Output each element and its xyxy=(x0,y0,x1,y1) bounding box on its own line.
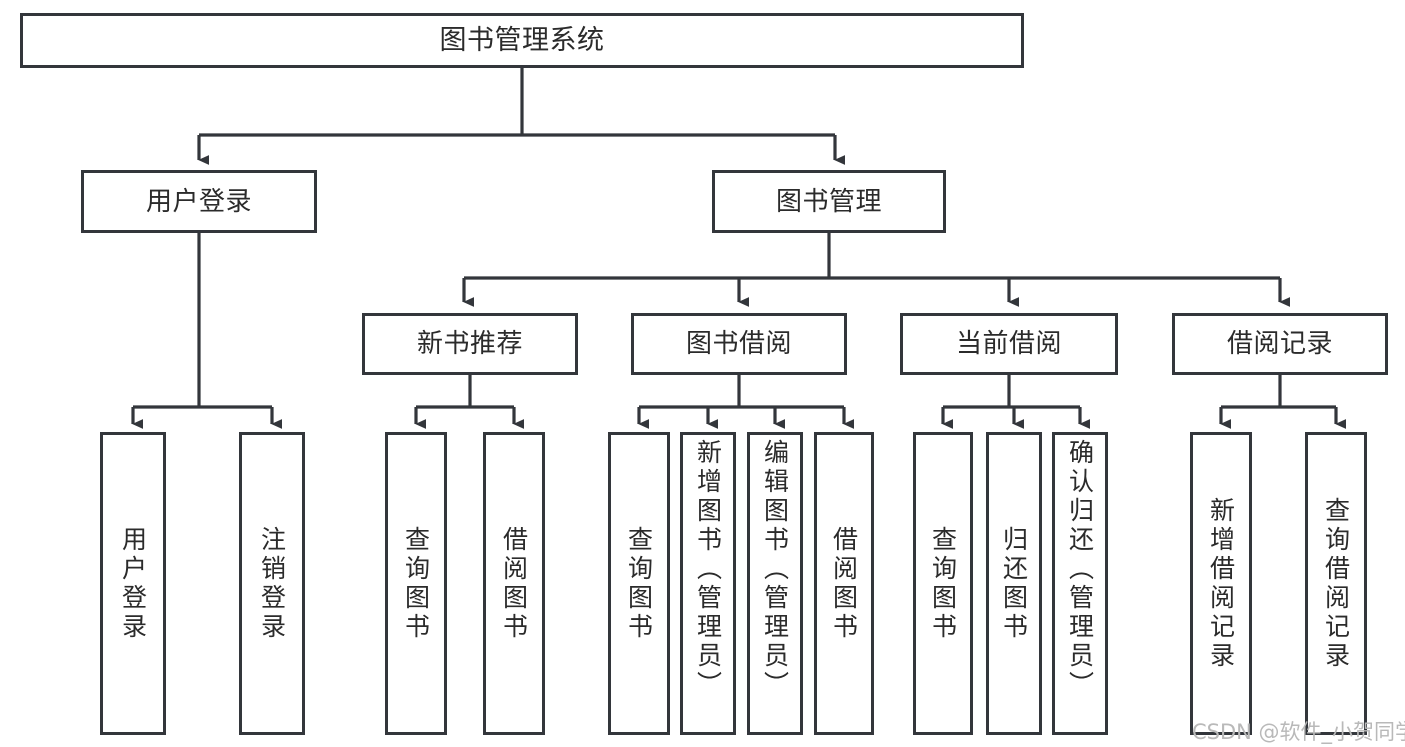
leaf-confirm-return-admin[interactable]: 确认归还（管理员） xyxy=(1052,432,1108,735)
node-book-management[interactable]: 图书管理 xyxy=(712,170,946,233)
node-root-system[interactable]: 图书管理系统 xyxy=(20,13,1024,68)
node-label: 新增图书（管理员） xyxy=(693,439,723,700)
node-current-borrow[interactable]: 当前借阅 xyxy=(900,313,1118,375)
node-label: 图书借阅 xyxy=(685,329,792,359)
leaf-query-book-borrow[interactable]: 查询图书 xyxy=(608,432,670,735)
csdn-watermark: CSDN @软件_小贺同学 xyxy=(1192,720,1405,744)
leaf-query-book-current[interactable]: 查询图书 xyxy=(913,432,973,735)
node-label: 新增借阅记录 xyxy=(1206,496,1236,671)
node-label: 当前借阅 xyxy=(955,329,1062,359)
node-borrow-record[interactable]: 借阅记录 xyxy=(1172,313,1388,375)
node-label: 用户登录 xyxy=(145,186,252,217)
leaf-borrow-book-recommend[interactable]: 借阅图书 xyxy=(483,432,545,735)
node-label: 编辑图书（管理员） xyxy=(760,439,790,700)
leaf-user-login[interactable]: 用户登录 xyxy=(100,432,166,735)
node-label: 图书管理 xyxy=(775,186,882,217)
node-label: 图书管理系统 xyxy=(439,25,605,56)
node-label: 确认归还（管理员） xyxy=(1065,439,1095,700)
node-label: 查询图书 xyxy=(624,525,654,642)
leaf-query-borrow-record[interactable]: 查询借阅记录 xyxy=(1305,432,1367,735)
leaf-logout[interactable]: 注销登录 xyxy=(239,432,305,735)
node-label: 归还图书 xyxy=(999,525,1029,642)
node-label: 借阅图书 xyxy=(829,525,859,642)
node-label: 借阅记录 xyxy=(1226,329,1333,359)
node-user-login[interactable]: 用户登录 xyxy=(81,170,317,233)
node-label: 注销登录 xyxy=(257,525,287,642)
node-new-book-recommend[interactable]: 新书推荐 xyxy=(362,313,578,375)
leaf-add-book-admin[interactable]: 新增图书（管理员） xyxy=(680,432,736,735)
node-label: 新书推荐 xyxy=(416,329,523,359)
leaf-edit-book-admin[interactable]: 编辑图书（管理员） xyxy=(747,432,803,735)
node-label: 查询图书 xyxy=(928,525,958,642)
node-label: 借阅图书 xyxy=(499,525,529,642)
leaf-return-book[interactable]: 归还图书 xyxy=(986,432,1042,735)
leaf-borrow-book[interactable]: 借阅图书 xyxy=(814,432,874,735)
leaf-query-book-recommend[interactable]: 查询图书 xyxy=(385,432,447,735)
node-label: 查询图书 xyxy=(401,525,431,642)
node-label: 用户登录 xyxy=(118,525,148,642)
node-book-borrow[interactable]: 图书借阅 xyxy=(631,313,847,375)
leaf-add-borrow-record[interactable]: 新增借阅记录 xyxy=(1190,432,1252,735)
node-label: 查询借阅记录 xyxy=(1321,496,1351,671)
